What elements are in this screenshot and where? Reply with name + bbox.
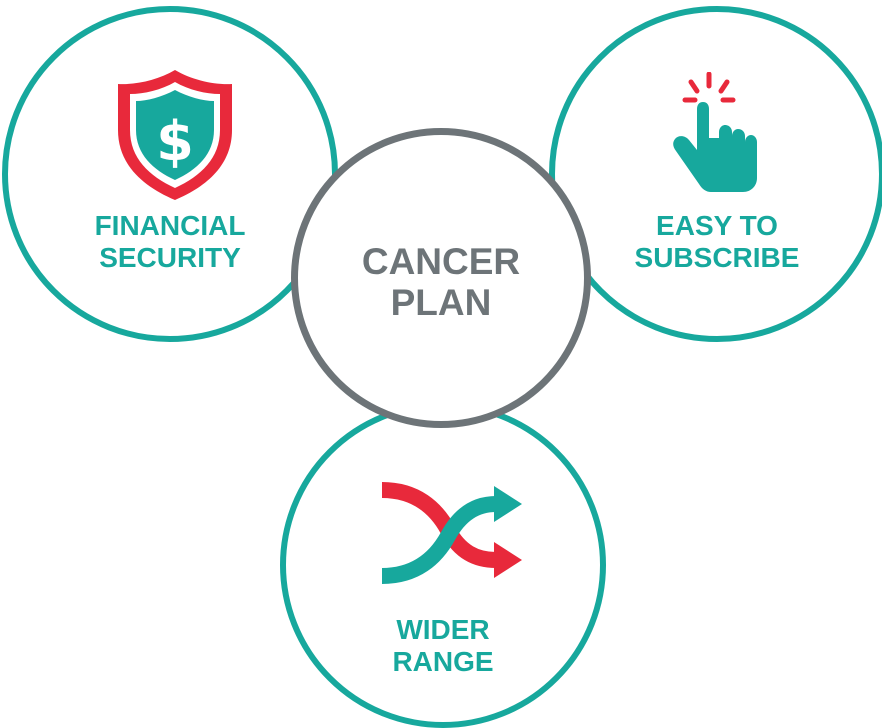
node-cancer-plan: CANCER PLAN [291, 128, 591, 428]
cancer-plan-line1: CANCER [361, 241, 521, 282]
cancer-plan-label: CANCER PLAN [298, 241, 584, 324]
cancer-plan-line2: PLAN [390, 282, 492, 324]
svg-text:$: $ [156, 110, 194, 173]
financial-security-label: FINANCIAL SECURITY [8, 210, 332, 274]
wider-range-line2: RANGE [392, 646, 494, 678]
shield-dollar-icon: $ [118, 70, 232, 200]
node-easy-to-subscribe: EASY TO SUBSCRIBE [549, 6, 882, 342]
financial-security-line1: FINANCIAL [94, 210, 246, 241]
easy-to-subscribe-line2: SUBSCRIBE [634, 242, 800, 274]
node-wider-range: WIDER RANGE [280, 402, 606, 728]
financial-security-line2: SECURITY [99, 242, 241, 274]
easy-to-subscribe-label: EASY TO SUBSCRIBE [555, 210, 879, 274]
wider-range-line1: WIDER [396, 614, 490, 645]
node-financial-security: $ FINANCIAL SECURITY [2, 6, 338, 342]
easy-to-subscribe-line1: EASY TO [656, 210, 778, 241]
pointing-hand-icon [673, 72, 757, 198]
wider-range-label: WIDER RANGE [286, 614, 600, 678]
shuffle-arrows-icon [381, 482, 522, 584]
